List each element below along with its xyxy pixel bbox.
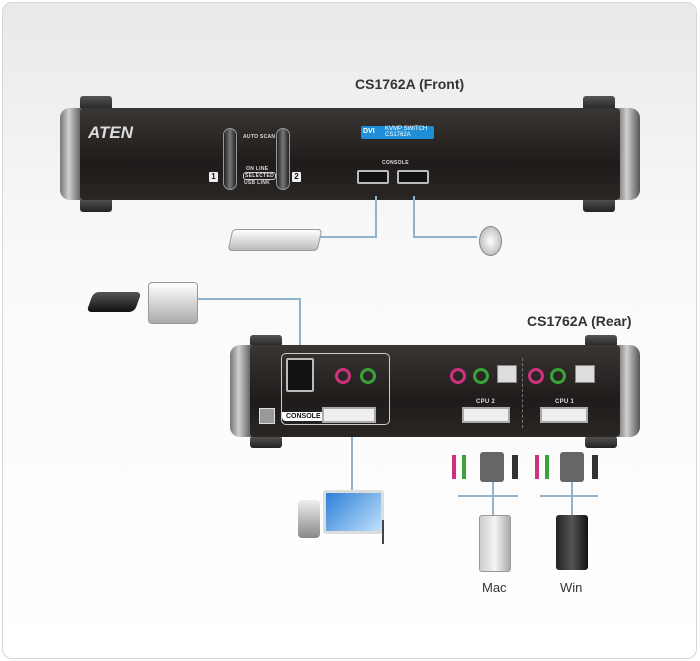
on-line-label: ON LINE xyxy=(246,166,269,172)
microphone-icon xyxy=(368,520,384,544)
power-jack xyxy=(259,408,275,424)
front-console-label: CONSOLE xyxy=(382,160,409,166)
scanner-icon xyxy=(86,292,142,312)
cpu2-label: CPU 2 xyxy=(476,399,496,405)
rear-console-label: CONSOLE xyxy=(282,412,325,421)
cpu1-usb-b-port xyxy=(575,365,595,383)
console-mic-jack xyxy=(335,368,351,384)
speakers-icon xyxy=(298,500,320,538)
cpu2-mic-jack xyxy=(450,368,466,384)
win-label: Win xyxy=(560,580,583,595)
mac-computer-icon xyxy=(479,515,511,572)
cpu2-speaker-jack xyxy=(473,368,489,384)
cpu1-mic-jack xyxy=(528,368,544,384)
cpu1-dvi-port xyxy=(540,407,588,423)
mouse-icon xyxy=(479,226,502,256)
win-computer-icon xyxy=(556,515,588,570)
console-speaker-jack xyxy=(360,368,376,384)
aten-logo: ATEN xyxy=(88,123,134,142)
printer-icon xyxy=(148,282,198,324)
port-2-button[interactable] xyxy=(276,128,290,190)
rear-title: CS1762A (Rear) xyxy=(527,313,632,329)
keyboard-icon xyxy=(227,229,323,251)
dvi-badge: DVI KVMP SWITCH CS1762A xyxy=(361,126,434,139)
usb-link-label: USB LINK xyxy=(244,180,271,186)
front-title: CS1762A (Front) xyxy=(355,76,465,92)
port-2-number: 2 xyxy=(292,172,301,182)
mac-label: Mac xyxy=(482,580,507,595)
cpu1-label: CPU 1 xyxy=(555,399,575,405)
cpu2-usb-b-port xyxy=(497,365,517,383)
cpu1-speaker-jack xyxy=(550,368,566,384)
selected-label: SELECTED xyxy=(243,172,277,180)
monitor-icon xyxy=(323,490,384,534)
port-1-number: 1 xyxy=(209,172,218,182)
console-dvi-port xyxy=(322,407,376,423)
auto-scan-label: AUTO SCAN xyxy=(243,134,276,140)
keyboard-usb-port xyxy=(357,170,389,184)
console-usb-ports xyxy=(286,358,314,392)
cpu2-dvi-port xyxy=(462,407,510,423)
console-port-group xyxy=(281,353,390,425)
mouse-usb-port xyxy=(397,170,429,184)
port-1-button[interactable] xyxy=(223,128,237,190)
